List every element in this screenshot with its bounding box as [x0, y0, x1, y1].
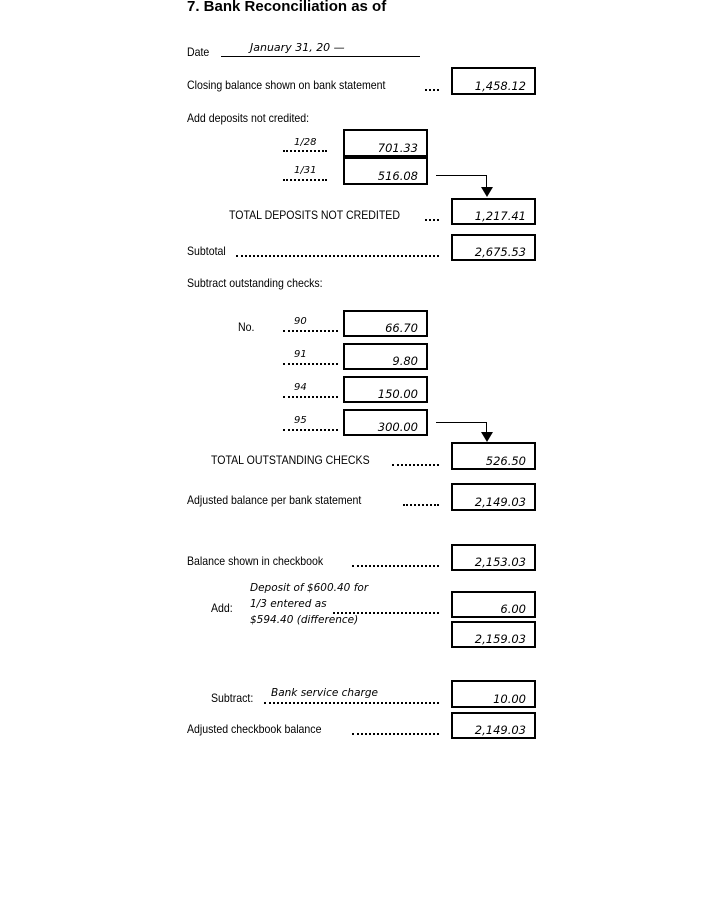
arrow-line	[436, 175, 487, 176]
deposit-amount: 701.33	[377, 141, 418, 155]
checkbook-box[interactable]: 2,153.03	[451, 544, 536, 571]
add-note-line: Deposit of $600.40 for	[250, 582, 369, 594]
subtotal-box[interactable]: 2,675.53	[451, 234, 536, 261]
date-value[interactable]: January 31, 20 —	[250, 41, 345, 54]
total-deposits-box[interactable]: 1,217.41	[451, 198, 536, 225]
check-amount: 300.00	[377, 420, 418, 434]
date-line	[221, 56, 420, 57]
add-note-line: $594.40 (difference)	[250, 614, 359, 626]
leader-dots	[425, 89, 439, 91]
checkbook-label: Balance shown in checkbook	[187, 554, 324, 568]
check-amount-box[interactable]: 66.70	[343, 310, 428, 337]
check-number[interactable]: 95	[294, 415, 307, 426]
total-checks-label: TOTAL OUTSTANDING CHECKS	[211, 453, 370, 467]
date-label: Date	[187, 45, 210, 59]
page-title: 7. Bank Reconciliation as of	[187, 0, 387, 15]
adjusted-bank-box[interactable]: 2,149.03	[451, 483, 536, 511]
arrow-line	[436, 422, 487, 423]
arrow-down-icon	[481, 432, 493, 442]
check-number[interactable]: 90	[294, 316, 307, 327]
checks-label: Subtract outstanding checks:	[187, 276, 323, 290]
check-number[interactable]: 91	[294, 349, 307, 360]
deposit-amount: 516.08	[377, 169, 418, 183]
leader-dots	[333, 612, 439, 614]
check-amount: 9.80	[392, 354, 418, 368]
leader-dots	[264, 702, 439, 704]
leader-dots	[283, 330, 338, 332]
check-amount-box[interactable]: 300.00	[343, 409, 428, 436]
check-number-label: No.	[238, 320, 255, 334]
leader-dots	[283, 396, 338, 398]
leader-dots	[236, 255, 439, 257]
arrow-down-icon	[481, 187, 493, 197]
deposit-date[interactable]: 1/31	[294, 165, 317, 176]
subtract-value-box[interactable]: 10.00	[451, 680, 536, 708]
arrow-line	[486, 175, 487, 187]
check-amount-box[interactable]: 150.00	[343, 376, 428, 403]
adjusted-checkbook-box[interactable]: 2,149.03	[451, 712, 536, 739]
deposit-date[interactable]: 1/28	[294, 137, 317, 148]
check-amount-box[interactable]: 9.80	[343, 343, 428, 370]
check-amount: 150.00	[377, 387, 418, 401]
adjusted-bank-label: Adjusted balance per bank statement	[187, 493, 362, 507]
check-amount: 66.70	[385, 321, 418, 335]
closing-balance-label: Closing balance shown on bank statement	[187, 78, 386, 92]
leader-dots	[352, 733, 439, 735]
deposit-amount-box[interactable]: 516.08	[343, 157, 428, 185]
add-label: Add:	[211, 601, 233, 615]
total-deposits-value: 1,217.41	[474, 209, 526, 223]
leader-dots	[283, 363, 338, 365]
leader-dots	[425, 219, 439, 221]
closing-balance-value: 1,458.12	[474, 79, 526, 93]
add-value: 6.00	[500, 602, 526, 616]
adjusted-checkbook-value: 2,149.03	[474, 723, 526, 737]
add-subtotal-value: 2,159.03	[474, 632, 526, 646]
leader-dots	[352, 565, 439, 567]
subtract-note[interactable]: Bank service charge	[271, 687, 378, 699]
add-subtotal-box[interactable]: 2,159.03	[451, 621, 536, 648]
leader-dots	[283, 150, 327, 152]
deposits-label: Add deposits not credited:	[187, 111, 310, 125]
closing-balance-box[interactable]: 1,458.12	[451, 67, 536, 95]
leader-dots	[392, 464, 439, 466]
leader-dots	[283, 179, 327, 181]
subtotal-label: Subtotal	[187, 244, 226, 258]
total-deposits-label: TOTAL DEPOSITS NOT CREDITED	[229, 208, 400, 222]
check-number[interactable]: 94	[294, 382, 307, 393]
checkbook-value: 2,153.03	[474, 555, 526, 569]
subtract-value: 10.00	[493, 692, 526, 706]
add-value-box[interactable]: 6.00	[451, 591, 536, 618]
total-checks-box[interactable]: 526.50	[451, 442, 536, 470]
divider	[343, 155, 428, 158]
subtotal-value: 2,675.53	[474, 245, 526, 259]
total-checks-value: 526.50	[485, 454, 526, 468]
arrow-line	[486, 422, 487, 432]
subtract-label: Subtract:	[211, 691, 254, 705]
leader-dots	[283, 429, 338, 431]
adjusted-bank-value: 2,149.03	[474, 495, 526, 509]
leader-dots	[403, 504, 439, 506]
adjusted-checkbook-label: Adjusted checkbook balance	[187, 722, 322, 736]
add-note-line: 1/3 entered as	[250, 598, 327, 610]
deposit-amount-box[interactable]: 701.33	[343, 129, 428, 157]
